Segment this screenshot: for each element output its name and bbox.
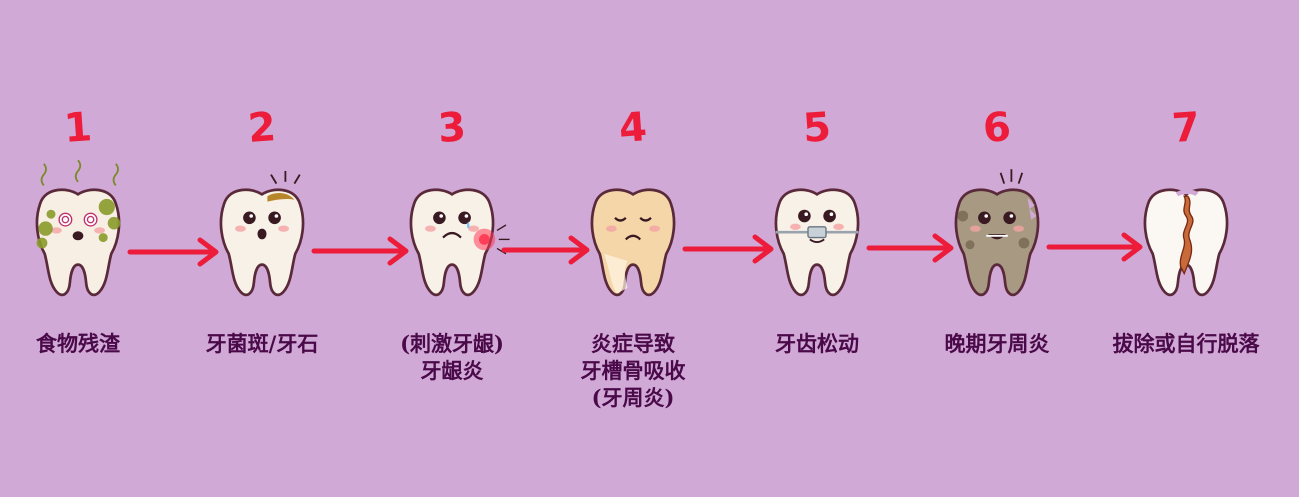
tooth-advanced-icon [954, 169, 1040, 297]
step-number: 3 [436, 104, 468, 152]
step-number: 1 [62, 104, 94, 152]
step-label: (刺激牙龈)牙龈炎 [352, 330, 552, 384]
tooth-face [606, 216, 660, 241]
tooth-loose-with-braces-icon [774, 188, 860, 297]
step-label-line: 晚期牙周炎 [944, 331, 1050, 356]
step-label-line: 炎症导致 [591, 331, 675, 356]
step-label: 晚期牙周炎 [897, 330, 1097, 357]
arrow-right-icon [866, 233, 954, 263]
step-label-line: 牙龈炎 [420, 358, 484, 383]
tooth-face [51, 212, 105, 241]
arrow-right-icon [682, 234, 774, 264]
step-label-line: (牙周炎) [591, 385, 675, 410]
arrow-right-icon [1046, 232, 1143, 262]
step-number: 5 [801, 104, 833, 152]
tooth-food-debris-icon [35, 159, 121, 297]
tooth-gingivitis-icon [409, 188, 510, 297]
tooth-face [425, 211, 479, 239]
step-label: 炎症导致牙槽骨吸收(牙周炎) [533, 330, 733, 411]
tooth-body [954, 188, 1040, 297]
tooth-body [219, 188, 305, 297]
step-label: 牙菌斑/牙石 [162, 330, 362, 357]
tooth-cracked-extracted-icon [1143, 188, 1229, 297]
step-number: 7 [1170, 104, 1202, 152]
step-number: 6 [981, 104, 1013, 152]
step-number: 2 [246, 104, 278, 152]
step-label-line: 牙菌斑/牙石 [205, 331, 319, 356]
tooth-face [790, 209, 844, 243]
tooth-face [970, 211, 1024, 240]
step-label-line: 食物残渣 [36, 331, 120, 356]
step-number: 4 [617, 104, 649, 152]
step-label-line: 牙齿松动 [775, 331, 859, 356]
tooth-face [235, 211, 289, 240]
step-label-line: (刺激牙龈) [400, 331, 504, 356]
arrow-right-icon [311, 236, 409, 266]
step-label: 食物残渣 [0, 330, 178, 357]
step-label: 牙齿松动 [717, 330, 917, 357]
step-label: 拔除或自行脱落 [1086, 330, 1286, 357]
arrow-right-icon [127, 237, 219, 267]
step-label-line: 牙槽骨吸收 [580, 358, 686, 383]
arrow-right-icon [501, 235, 590, 265]
tooth-plaque-icon [219, 171, 305, 297]
tooth-body [590, 188, 676, 297]
tooth-bone-loss-icon [590, 188, 676, 297]
step-label-line: 拔除或自行脱落 [1112, 331, 1260, 356]
